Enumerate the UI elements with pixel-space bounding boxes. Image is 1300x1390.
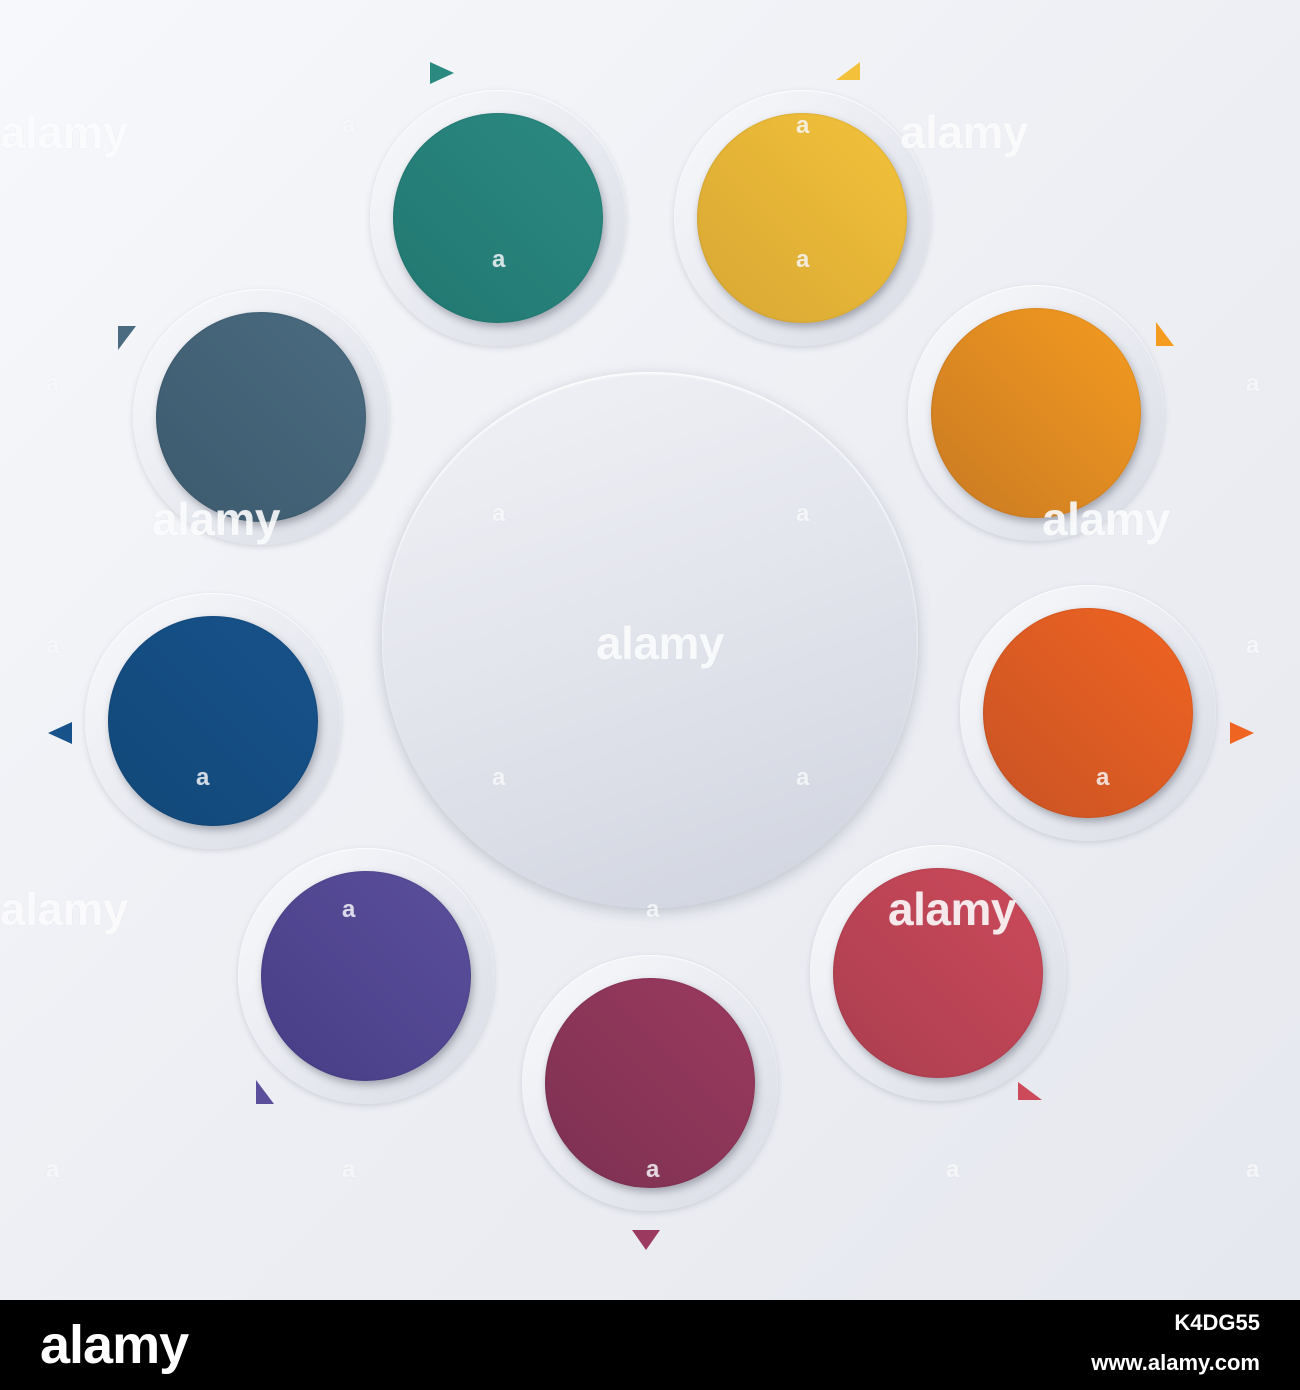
node-circle-crimson	[833, 868, 1043, 1078]
node-circle-orange	[931, 308, 1141, 518]
footer-logo: alamy	[40, 1315, 189, 1375]
watermark-mark: a	[492, 500, 505, 527]
watermark-mark: a	[796, 112, 809, 139]
watermark-mark: a	[1096, 764, 1109, 791]
node-circle-slate	[156, 312, 366, 522]
watermark-logo: alamy	[0, 883, 128, 935]
center-circle	[382, 372, 918, 908]
watermark-mark: a	[492, 764, 505, 791]
node-circle-red-orange	[983, 608, 1193, 818]
pointer-triangle-crimson	[1018, 1082, 1042, 1100]
node-circle-purple	[261, 871, 471, 1081]
node-circle-blue	[108, 616, 318, 826]
footer-bar: alamy K4DG55 www.alamy.com	[0, 1300, 1300, 1390]
watermark-mark: a	[946, 1156, 959, 1183]
watermark-mark: a	[1246, 370, 1259, 397]
watermark-mark: a	[46, 632, 59, 659]
watermark-logo: alamy	[888, 883, 1016, 935]
node-circle-maroon	[545, 978, 755, 1188]
footer-url: www.alamy.com	[1091, 1350, 1260, 1375]
watermark-mark: a	[796, 500, 809, 527]
node-circle-teal	[393, 113, 603, 323]
pointer-triangle-slate	[118, 326, 136, 350]
pointer-triangle-blue	[48, 722, 72, 744]
watermark-mark: a	[342, 896, 355, 923]
image-id: K4DG55	[1174, 1310, 1260, 1335]
pointer-triangle-teal	[430, 62, 454, 84]
watermark-mark: a	[46, 1156, 59, 1183]
watermark-logo: alamy	[900, 106, 1028, 158]
node-circle-yellow	[697, 113, 907, 323]
watermark-mark: a	[342, 112, 355, 139]
watermark-mark: a	[342, 1156, 355, 1183]
watermark-mark: a	[46, 370, 59, 397]
watermark-mark: a	[796, 764, 809, 791]
watermark-logo: alamy	[596, 617, 724, 669]
pointer-triangle-purple	[256, 1080, 274, 1104]
watermark-mark: a	[196, 764, 209, 791]
pointer-triangle-red-orange	[1230, 722, 1254, 744]
pointer-triangle-orange	[1156, 322, 1174, 346]
infographic-canvas: alamy alamy alamy alamy alamy alamy alamy a a a a a…	[0, 0, 1300, 1300]
watermark-logo: alamy	[0, 106, 128, 158]
watermark-logo: alamy	[1042, 493, 1170, 545]
watermark-mark: a	[1246, 1156, 1259, 1183]
watermark-mark: a	[796, 246, 809, 273]
watermark-mark: a	[646, 1156, 659, 1183]
pointer-triangle-yellow	[836, 62, 860, 80]
watermark-mark: a	[492, 246, 505, 273]
watermark-mark: a	[646, 896, 659, 923]
watermark-mark: a	[1246, 632, 1259, 659]
watermark-logo: alamy	[152, 493, 280, 545]
pointer-triangle-maroon	[632, 1230, 660, 1250]
